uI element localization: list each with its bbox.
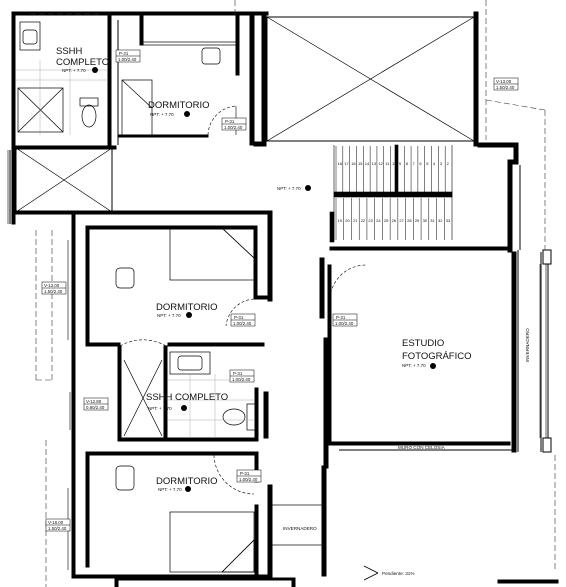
stair-step-number: 21 [353, 218, 358, 223]
stair-step-number: 7 [413, 161, 416, 166]
stair-step-number: 24 [376, 218, 381, 223]
door-tag-4-dim: 1.00/2.40 [232, 377, 251, 382]
stair-step-number: 13 [372, 161, 377, 166]
door-tag-5-dim: 1.00/2.40 [335, 321, 354, 326]
stair-step-number: 8 [406, 161, 409, 166]
door-tag-6: P-31 [240, 471, 250, 476]
dashed-lines [30, 0, 556, 587]
level-markers: NPT: + 7.70 NPT: + 7.70 NPT: + 7.70 NPT:… [62, 67, 436, 492]
npt-dorm-top: NPT: + 7.70 [150, 112, 174, 117]
stair-step-number: 19 [338, 218, 343, 223]
note-muro-celosia: MURO CON CELOSIA [398, 445, 446, 450]
stair-step-number: 28 [407, 218, 412, 223]
stair-step-number: 9 [399, 161, 402, 166]
room-label-sshh-top-2: COMPLETO [56, 57, 109, 68]
window-tag-4: V-18.00 [48, 520, 64, 525]
door-tag-4: P-31 [233, 371, 243, 376]
stair-step-number: 10 [392, 161, 397, 166]
stair-step-number: 22 [361, 218, 366, 223]
note-invernadero-horizontal: INVERNADERO [283, 526, 317, 531]
stair-step-number: 29 [415, 218, 420, 223]
room-label-estudio-1: ESTUDIO [402, 338, 444, 349]
door-tags [115, 49, 358, 483]
window-tag-1-dim: 1.50/2.40 [496, 85, 515, 90]
stair-step-number: 27 [399, 218, 404, 223]
stair-step-number: 5 [426, 161, 429, 166]
stair-step-number: 30 [423, 218, 428, 223]
stair-step-number: 32 [438, 218, 443, 223]
npt-sshh-mid: NPT: + 7.70 [148, 406, 172, 411]
window-tag-2-dim: 1.50/2.40 [44, 289, 63, 294]
npt-dorm-bottom: NPT: + 7.70 [158, 487, 182, 492]
door-tag-texts: P-31 1.00/2.40 P-31 1.00/2.40 P-31 1.00/… [118, 51, 354, 482]
room-label-dorm-top: DORMITORIO [148, 100, 210, 111]
room-label-dorm-bottom: DORMITORIO [156, 476, 218, 487]
room-label-sshh-top-1: SSHH [56, 46, 83, 57]
shaft-voids [15, 16, 475, 437]
notes: MURO CON CELOSIA INVERNADERO INVERNADERO… [283, 328, 530, 576]
note-invernadero-vertical: INVERNADERO [525, 328, 530, 362]
window-tag-1: V-13.00 [496, 79, 512, 84]
stair-step-number: 2 [447, 161, 450, 166]
fixtures [15, 21, 325, 573]
npt-hall: NPT: + 7.70 [277, 186, 301, 191]
door-tag-5: P-31 [336, 315, 346, 320]
stair-step-number: 15 [358, 161, 363, 166]
window-tag-3-dim: 0.90/2.40 [86, 405, 105, 410]
note-pendiente: Pendiente: 31% [382, 571, 414, 576]
stair-step-number: 4 [433, 161, 436, 166]
room-label-estudio-2: FOTOGRÁFICO [402, 351, 472, 362]
door-tag-2-dim: 1.00/2.40 [224, 125, 243, 130]
stair-step-number: 11 [385, 161, 390, 166]
stair-step-number: 17 [344, 161, 349, 166]
stair-step-number: 25 [384, 218, 389, 223]
window-tags [41, 77, 519, 532]
window-tag-4-dim: 1.50/2.40 [48, 526, 67, 531]
stair-step-number: 26 [392, 218, 397, 223]
stair-treads [335, 146, 446, 240]
door-tag-2: P-31 [225, 119, 235, 124]
door-swings [119, 105, 367, 495]
door-tag-3: P-31 [234, 315, 244, 320]
window-tag-2: V-13.00 [44, 283, 60, 288]
room-label-sshh-mid: SSHH COMPLETO [146, 392, 228, 403]
stair-step-number: 16 [351, 161, 356, 166]
slope-arrow [363, 565, 379, 581]
stair-step-number: 12 [378, 161, 383, 166]
window-tag-3: V-12.80 [86, 399, 102, 404]
stair-step-number: 33 [446, 218, 451, 223]
stair-step-number: 3 [440, 161, 443, 166]
npt-dorm-mid: NPT: + 7.70 [157, 313, 181, 318]
room-label-dorm-mid: DORMITORIO [156, 302, 218, 313]
stair-step-number: 31 [430, 218, 435, 223]
stair-step-number: 23 [368, 218, 373, 223]
staircase [329, 144, 453, 243]
window-tag-texts: V-13.00 1.50/2.40 V-13.00 1.50/2.40 V-12… [44, 79, 515, 531]
stair-step-number: 18 [338, 161, 343, 166]
door-tag-3-dim: 1.00/2.40 [233, 321, 252, 326]
stair-step-number: 14 [365, 161, 370, 166]
room-labels: SSHH COMPLETO DORMITORIO DORMITORIO SSHH… [56, 46, 472, 487]
door-tag-1-dim: 1.00/2.40 [118, 57, 137, 62]
door-tag-1: P-31 [119, 51, 129, 56]
stair-step-number: 20 [345, 218, 350, 223]
door-tag-6-dim: 1.00/2.40 [239, 477, 258, 482]
npt-estudio: NPT: + 7.70 [402, 363, 426, 368]
stair-step-number: 6 [419, 161, 422, 166]
npt-sshh-top: NPT: + 7.70 [62, 68, 86, 73]
